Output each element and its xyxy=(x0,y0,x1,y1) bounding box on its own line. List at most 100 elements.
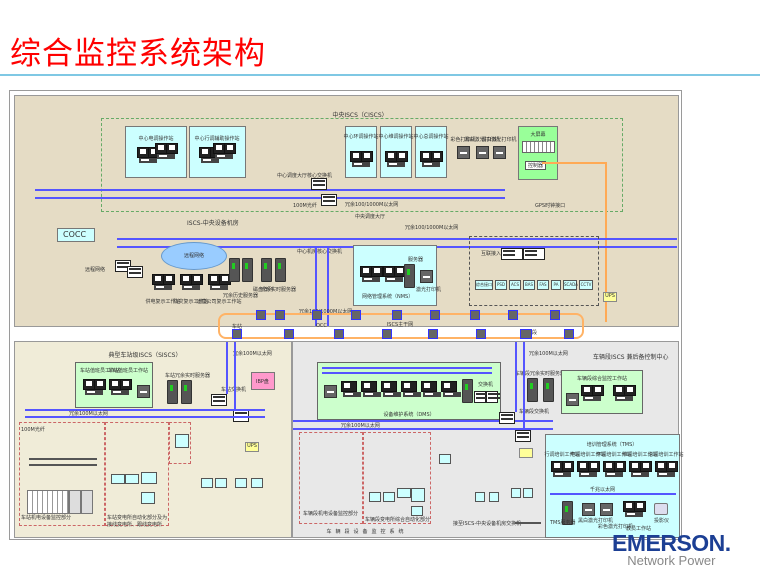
ups-box: UPS xyxy=(603,292,617,302)
workstation-icon xyxy=(108,379,132,399)
workstation-icon xyxy=(359,266,383,286)
central-iscs-boundary xyxy=(101,118,623,212)
bus xyxy=(29,458,97,460)
workstation-icon xyxy=(580,385,604,405)
workstation-icon xyxy=(349,151,373,171)
workstation-icon xyxy=(419,151,443,171)
printer-icon xyxy=(600,503,613,516)
interface-box xyxy=(489,492,499,502)
workstation-icon xyxy=(602,461,626,481)
interface-switch-icon xyxy=(501,248,523,260)
cocc-box: COCC xyxy=(57,228,95,242)
interface-box xyxy=(511,488,521,498)
remote-workstation-icon xyxy=(207,274,231,294)
depot-ups xyxy=(519,448,533,458)
interface-box: ACS xyxy=(509,280,521,290)
big-screen: 大屏幕 控制器 xyxy=(518,126,558,180)
workstation-icon xyxy=(400,381,424,401)
backbone-node xyxy=(232,329,242,339)
env-dispatch-station: 中心环调操作站 xyxy=(343,126,379,178)
station-power-boundary xyxy=(19,422,105,526)
maint-dispatch-station: 中心维调操作站 xyxy=(378,126,414,178)
printer-icon xyxy=(476,146,489,159)
workstation-icon xyxy=(340,381,364,401)
workstation-icon xyxy=(382,266,406,286)
workstation-icon xyxy=(380,381,404,401)
printer-icon xyxy=(457,146,470,159)
dms-box: 交换机 设备维护系统（DMS） xyxy=(317,362,501,420)
interface-box xyxy=(523,488,533,498)
interface-box xyxy=(235,478,247,488)
depot-switch-icon xyxy=(499,412,515,424)
station-substation-boundary xyxy=(105,422,169,526)
backbone-node xyxy=(312,310,322,320)
printer-icon xyxy=(420,270,433,283)
workstation-icon xyxy=(384,151,408,171)
workstation-icon xyxy=(154,143,178,163)
interface-box: FAS xyxy=(537,280,549,290)
dms-switch-icon xyxy=(474,391,488,403)
backbone-node xyxy=(550,310,560,320)
instructor-workstation-icon xyxy=(622,501,646,521)
tms-network xyxy=(550,493,676,495)
cabinet-grid xyxy=(27,490,69,514)
backbone-node xyxy=(351,310,361,320)
depot-riser xyxy=(515,342,517,412)
realtime-server-icon xyxy=(261,258,272,282)
interface-box xyxy=(215,478,227,488)
station-network-b xyxy=(25,416,265,418)
tms-box: 培训管理系统（TMS） 行调培训工作站 电调培训工作站 环调培训工作站 维调培训… xyxy=(544,434,684,538)
depot-power-boundary xyxy=(299,432,363,524)
depot-network-b xyxy=(293,428,553,430)
sub-box xyxy=(411,506,423,516)
depot-server-icon xyxy=(527,378,538,402)
backbone-node xyxy=(334,329,344,339)
logo-wordmark: EMERSON. xyxy=(612,530,731,556)
riser xyxy=(315,246,317,326)
station-operator-box: 车站值班员工作站 车站值班员工作站 xyxy=(75,362,153,408)
history-server-icon xyxy=(242,258,253,282)
station-server-icon xyxy=(167,380,178,404)
printer-icon xyxy=(137,385,150,398)
station-riser xyxy=(234,342,236,410)
printer-icon xyxy=(566,393,579,406)
interface-box: BAS xyxy=(523,280,535,290)
ibp-panel: IBP盘 xyxy=(251,372,275,390)
backbone-node xyxy=(470,310,480,320)
slide-title: 综合监控系统架构 xyxy=(10,36,266,72)
interfaces-boundary xyxy=(469,236,599,306)
station-riser xyxy=(226,342,228,394)
interface-box xyxy=(201,478,213,488)
interface-box xyxy=(475,492,485,502)
sub-box xyxy=(411,488,425,502)
backbone-node xyxy=(284,329,294,339)
emerson-logo: EMERSON. Network Power xyxy=(612,532,731,568)
logo-subtitle: Network Power xyxy=(627,553,716,568)
remote-network-cloud: 远程网络 xyxy=(161,242,227,270)
workstation-icon xyxy=(612,385,636,405)
sub-box xyxy=(397,488,411,498)
printer-icon xyxy=(493,146,506,159)
backbone-node xyxy=(428,329,438,339)
bus xyxy=(29,464,97,466)
projector-icon xyxy=(654,503,668,515)
depot-substation-boundary xyxy=(363,432,431,524)
meter-cabinet xyxy=(81,490,93,514)
printer-icon xyxy=(582,503,595,516)
connect-line xyxy=(515,522,541,524)
sub-box xyxy=(141,472,157,484)
central-network-a xyxy=(35,189,505,191)
interface-switch-icon xyxy=(523,248,545,260)
backbone-node xyxy=(430,310,440,320)
clock-link xyxy=(605,162,607,322)
workstation-icon xyxy=(576,461,600,481)
equip-network-a xyxy=(117,238,677,240)
backbone-node xyxy=(508,310,518,320)
workstation-icon xyxy=(82,379,106,399)
backbone-node xyxy=(476,329,486,339)
workstation-icon xyxy=(420,381,444,401)
workstation-icon xyxy=(550,461,574,481)
nms-server-icon xyxy=(404,264,415,288)
dms-server-icon xyxy=(462,379,473,403)
depot-zone: 冗余100M以太网 车辆段ISCS 兼后备控制中心 交换机 设备维护系统（DMS… xyxy=(292,341,684,538)
